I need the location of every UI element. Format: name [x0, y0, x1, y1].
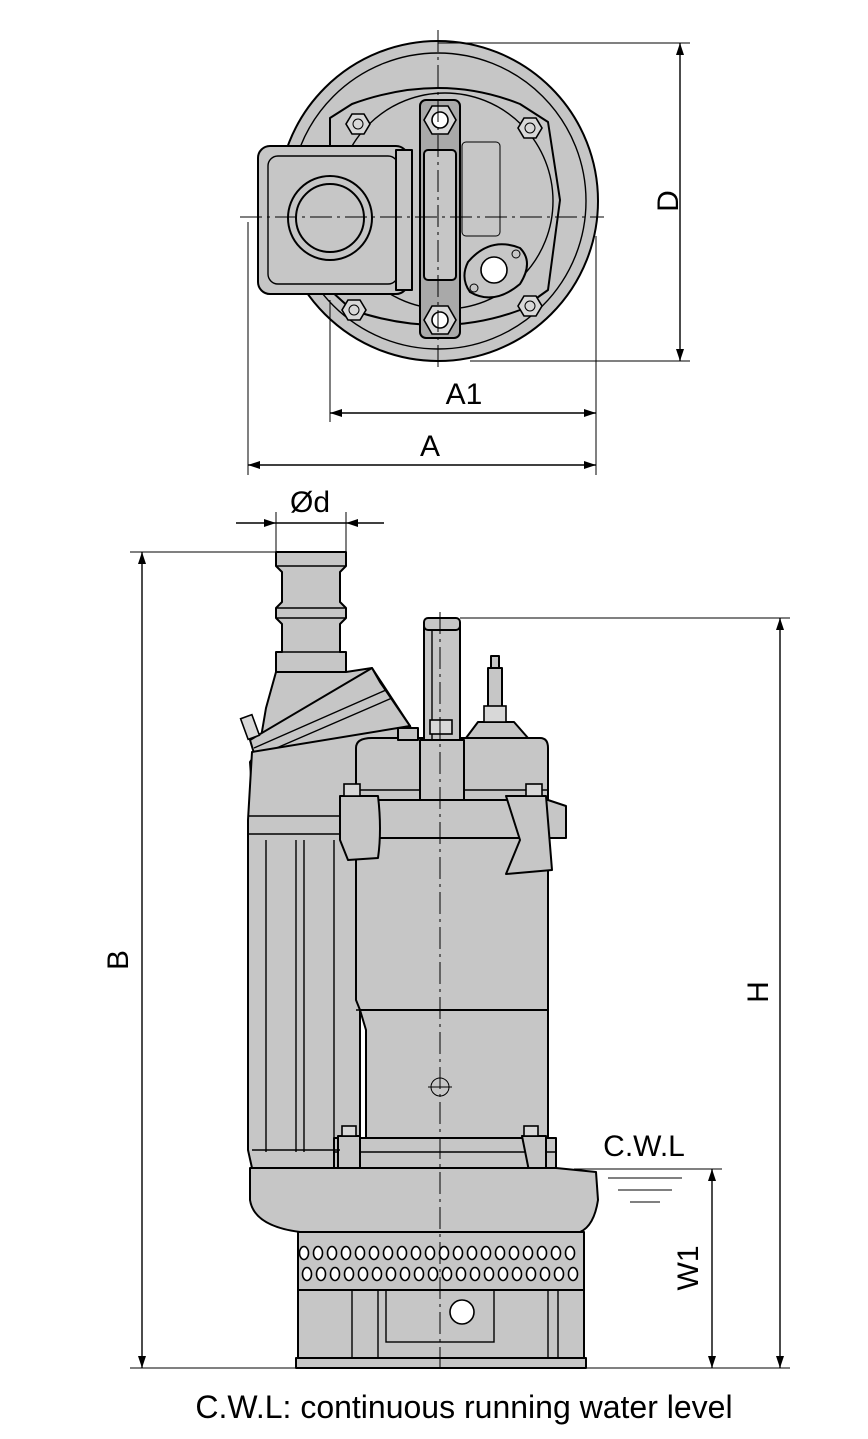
lug-bolt-left [343, 783, 361, 797]
top-view-gland-screw [511, 249, 521, 259]
strainer-hole [553, 1266, 565, 1282]
lifting-handle-nut [429, 719, 453, 735]
strainer-hole [441, 1266, 453, 1282]
dimension-B-label: B [102, 950, 135, 970]
top-view-bolt-hex [341, 299, 367, 321]
strainer-hole [508, 1245, 520, 1261]
strainer-hole [567, 1266, 579, 1282]
side-view-dimensions: B H C.W.L W1 [102, 551, 790, 1369]
strainer-hole [301, 1266, 313, 1282]
top-view-discharge-outlet-bore [295, 183, 365, 253]
top-view-cable-gland [480, 256, 508, 284]
strainer-hole [312, 1245, 324, 1261]
power-cable-tip [490, 655, 500, 669]
strainer-hole [357, 1266, 369, 1282]
strainer-hole [385, 1266, 397, 1282]
top-view-gland-screw [469, 283, 479, 293]
top-view-dimensions: D A1 A [247, 42, 690, 475]
strainer-hole [329, 1266, 341, 1282]
strainer-hole [371, 1266, 383, 1282]
strainer-hole [452, 1245, 464, 1261]
top-view-bolt [348, 304, 360, 316]
strainer-hole [497, 1266, 509, 1282]
strainer-hole [525, 1266, 537, 1282]
elbow-bolt [239, 713, 261, 741]
strainer-hole [315, 1266, 327, 1282]
strainer-hole [424, 1245, 436, 1261]
top-view [240, 30, 604, 370]
caption: C.W.L: continuous running water level [195, 1389, 732, 1425]
top-view-bolt [524, 122, 536, 134]
top-small-lug [397, 727, 419, 741]
strainer-hole [511, 1266, 523, 1282]
top-view-bolt [524, 300, 536, 312]
top-view-bolt-hex [517, 117, 543, 139]
strainer-hole [382, 1245, 394, 1261]
strainer-hole [298, 1245, 310, 1261]
top-view-handle-slot [461, 141, 501, 237]
strainer-hole [413, 1266, 425, 1282]
strainer-hole [427, 1266, 439, 1282]
top-view-bolt [352, 118, 364, 130]
strainer-hole [396, 1245, 408, 1261]
strainer-hole [494, 1245, 506, 1261]
lower-bolt-right [523, 1125, 539, 1137]
strainer-hole [483, 1266, 495, 1282]
dimension-H-label: H [742, 981, 775, 1003]
lug-bolt-right [525, 783, 543, 797]
side-view: Ød [236, 486, 599, 1370]
strainer-hole [326, 1245, 338, 1261]
lifting-handle-top [423, 617, 461, 631]
strainer-hole [466, 1245, 478, 1261]
strainer-hole [469, 1266, 481, 1282]
strainer-hole [539, 1266, 551, 1282]
strainer-hole [522, 1245, 534, 1261]
dimension-d-label: Ød [290, 486, 330, 519]
dimension-A1-label: A1 [446, 378, 483, 411]
lower-bolt-left [341, 1125, 357, 1137]
top-view-handle-nut-hole [431, 311, 449, 329]
dimension-W1-label: W1 [672, 1246, 705, 1291]
left-lifting-lug [339, 795, 381, 861]
strainer-hole [410, 1245, 422, 1261]
strainer-hole [536, 1245, 548, 1261]
base-drain-hole [449, 1299, 475, 1325]
cwl-label: C.W.L [603, 1130, 685, 1163]
strainer-holes [298, 1245, 579, 1282]
cable-gland-nut [483, 705, 507, 723]
top-view-handle-nut-hole [431, 111, 449, 129]
dimension-D-label: D [652, 190, 685, 212]
cable-gland [465, 721, 529, 739]
base-plate [295, 1357, 587, 1369]
strainer-hole [354, 1245, 366, 1261]
dimension-A-label: A [420, 430, 440, 463]
strainer [297, 1231, 585, 1291]
strainer-hole [480, 1245, 492, 1261]
strainer-hole [343, 1266, 355, 1282]
pump-base [297, 1289, 585, 1359]
strainer-hole [340, 1245, 352, 1261]
strainer-hole [368, 1245, 380, 1261]
strainer-hole [564, 1245, 576, 1261]
discharge-hose-coupling [275, 551, 347, 673]
pump-volute [249, 1167, 599, 1233]
top-view-handle-grip [423, 149, 457, 281]
motor-frame-lower [359, 1009, 549, 1141]
top-view-bolt-hex [517, 295, 543, 317]
strainer-hole [550, 1245, 562, 1261]
strainer-hole [455, 1266, 467, 1282]
top-view-bolt-hex [345, 113, 371, 135]
strainer-hole [399, 1266, 411, 1282]
strainer-hole [438, 1245, 450, 1261]
top-view-discharge-flange [395, 149, 413, 291]
